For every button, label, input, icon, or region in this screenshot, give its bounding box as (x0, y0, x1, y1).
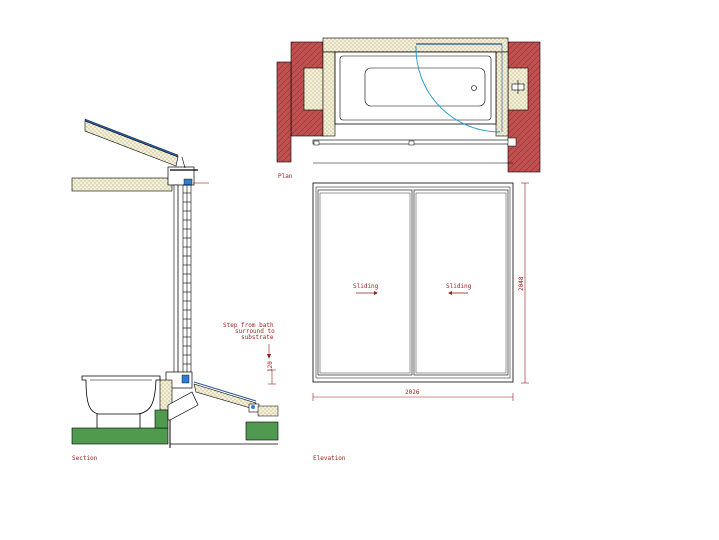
width-dimension: 2026 (405, 389, 420, 396)
step-note-line3: substrate (241, 334, 274, 341)
section-ceiling (71, 177, 173, 192)
section-door-frame (173, 184, 179, 376)
elevation-label: Elevation (313, 455, 346, 462)
elevation-view: Sliding Sliding 2048 2026 Elevation (312, 182, 529, 462)
height-dimension: 2048 (518, 276, 525, 291)
step-note-line1: Step from bath (223, 322, 274, 329)
step-note-line2: surround to (235, 328, 275, 335)
plan-door-swing-arc (415, 45, 501, 133)
sliding-left-label: Sliding (353, 283, 379, 290)
plan-label: Plan (278, 173, 293, 180)
section-step (167, 391, 199, 421)
sliding-right-label: Sliding (446, 283, 472, 290)
plan-view: Plan (276, 37, 541, 180)
plan-surround-top (322, 37, 509, 53)
section-external-sill (193, 383, 257, 410)
section-bath (81, 375, 161, 415)
section-view: Step from bath surround to substrate 120… (71, 118, 279, 462)
plan-brick-wall-left-lower (276, 61, 292, 163)
section-floor-grass-left (71, 427, 169, 445)
plan-bath-drain-icon (471, 85, 477, 91)
section-floor-grass-right (245, 421, 279, 441)
section-roof-slope (84, 120, 179, 167)
step-dimension: 120 (267, 361, 274, 372)
plan-bath-basin (364, 67, 486, 107)
plan-surround-left-strip (322, 51, 336, 137)
plan-surround-left (303, 67, 324, 111)
section-label: Section (72, 455, 98, 462)
